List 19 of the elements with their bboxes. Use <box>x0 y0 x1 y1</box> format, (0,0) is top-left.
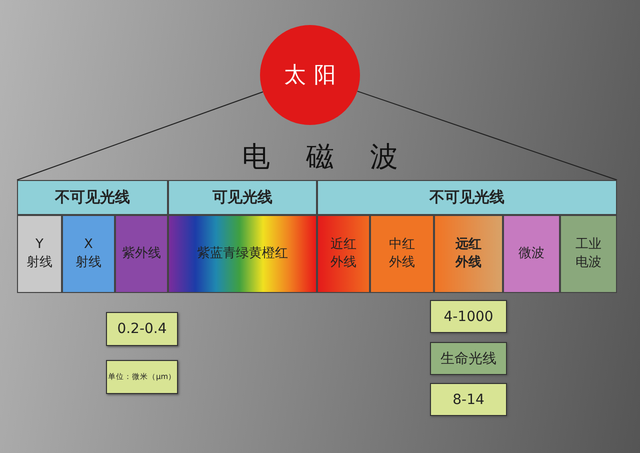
spectrum-cell: Y 射线 <box>17 215 62 293</box>
spectrum-cell: 工业电波 <box>560 215 617 293</box>
band-header: 不可见光线 <box>17 180 168 215</box>
title: 电磁波 <box>241 139 435 175</box>
connector-line <box>16 91 264 180</box>
spectrum-cell: 远红外线 <box>434 215 503 293</box>
spectrum-cell: 中红外线 <box>370 215 434 293</box>
spectrum-cell: 近红外线 <box>317 215 370 293</box>
value-box: 8-14 <box>430 383 507 416</box>
spectrum-cell: X 射线 <box>62 215 115 293</box>
spectrum-cell: 微波 <box>503 215 560 293</box>
connector-line <box>356 90 618 180</box>
spectrum-cell: 紫外线 <box>115 215 168 293</box>
value-box: 0.2-0.4 <box>106 312 178 346</box>
spectrum-cell: 紫蓝青绿黄橙红 <box>168 215 317 293</box>
band-header: 不可见光线 <box>317 180 617 215</box>
value-box: 4-1000 <box>430 300 507 333</box>
value-box: 生命光线 <box>430 342 507 375</box>
band-header: 可见光线 <box>168 180 317 215</box>
